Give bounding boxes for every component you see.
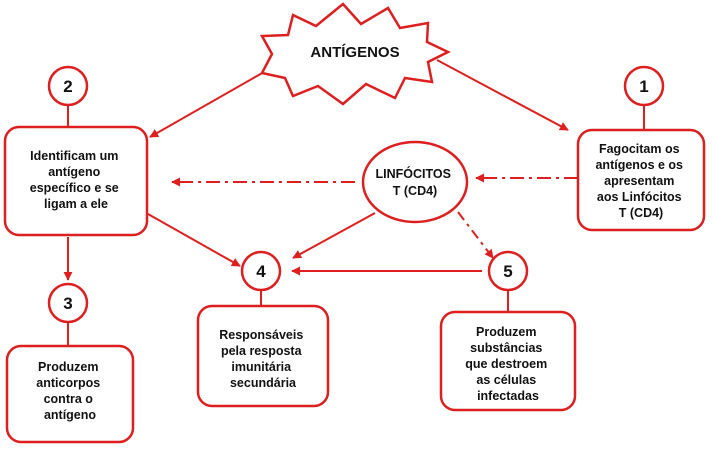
antigenos-label: ANTÍGENOS [310, 44, 399, 61]
node-1: 1 Fagocitam os antígenos e os apresentam… [576, 65, 706, 232]
node-5-text: Produzem substâncias que destroem as cél… [465, 325, 550, 403]
linfocitos-circle [361, 140, 469, 224]
node-4-text: Responsáveis pela resposta imunitária se… [219, 328, 307, 390]
number-circle-1 [623, 65, 665, 107]
node-1-line-4: aos Linfócitos [597, 190, 682, 204]
node-4-line-4: secundária [230, 376, 297, 390]
arrow-antigenos-to-1 [436, 59, 569, 131]
node-2-line-2: antígeno [48, 165, 100, 179]
node-5-line-3: que destroem [465, 357, 547, 371]
node-3-line-1: Produzem [38, 360, 98, 374]
node-2-line-4: ligam a ele [44, 197, 108, 211]
node-2-line-3: específico e se [30, 181, 119, 195]
linfocitos-line-2: T (CD4) [393, 184, 437, 198]
node-4-line-3: imunitária [231, 360, 292, 374]
node-1-line-2: antígenos e os [595, 158, 683, 172]
node-4-line-1: Responsáveis [219, 328, 303, 342]
number-circle-5 [487, 250, 529, 292]
number-label-5: 5 [503, 262, 512, 281]
node-4-box [196, 304, 330, 408]
node-2-text: Identificam um antígeno específico e se … [30, 149, 122, 211]
arrow-linfocitos-to-4 [292, 212, 376, 259]
node-5: 5 Produzem substâncias que destroem as c… [439, 250, 577, 412]
node-3: 3 Produzem anticorpos contra o antígeno [5, 282, 135, 444]
node-3-line-3: contra o [44, 392, 94, 406]
node-5-line-1: Produzem [476, 325, 536, 339]
number-label-1: 1 [639, 77, 648, 96]
number-label-3: 3 [63, 294, 72, 313]
node-5-line-4: as células [476, 373, 536, 387]
node-5-line-5: infectadas [477, 389, 539, 403]
node-1-box [576, 128, 706, 232]
node-1-line-3: apresentam [604, 174, 674, 188]
node-2-line-1: Identificam um [30, 149, 118, 163]
node-5-line-2: substâncias [470, 341, 542, 355]
node-4: 4 Responsáveis pela resposta imunitária … [196, 250, 330, 408]
number-circle-3 [47, 282, 89, 324]
node-2-box [3, 125, 149, 237]
node-5-box [439, 310, 577, 412]
node-3-line-2: anticorpos [36, 376, 100, 390]
antigenos-burst-shape [259, 2, 451, 106]
node-1-line-5: T (CD4) [619, 206, 663, 220]
number-label-2: 2 [63, 77, 72, 96]
number-circle-4 [240, 250, 282, 292]
linfocitos-label: LINFÓCITOS T (CD4) [376, 166, 455, 198]
number-circle-2 [47, 65, 89, 107]
arrow-2-to-4 [147, 213, 241, 267]
connectors [63, 59, 645, 346]
node-3-box [5, 344, 135, 444]
number-label-4: 4 [256, 262, 266, 281]
node-3-text: Produzem anticorpos contra o antígeno [36, 360, 103, 422]
antigenos-node: ANTÍGENOS [259, 2, 451, 106]
node-1-line-1: Fagocitam os [599, 142, 680, 156]
linfocitos-line-1: LINFÓCITOS [376, 166, 451, 181]
node-2: 2 Identificam um antígeno específico e s… [3, 65, 149, 237]
dashed-arrow-linfocitos-to-5 [457, 211, 494, 259]
linfocitos-node: LINFÓCITOS T (CD4) [361, 140, 469, 224]
node-3-line-4: antígeno [44, 408, 96, 422]
node-1-text: Fagocitam os antígenos e os apresentam a… [595, 142, 686, 220]
node-4-line-2: pela resposta [221, 344, 303, 358]
